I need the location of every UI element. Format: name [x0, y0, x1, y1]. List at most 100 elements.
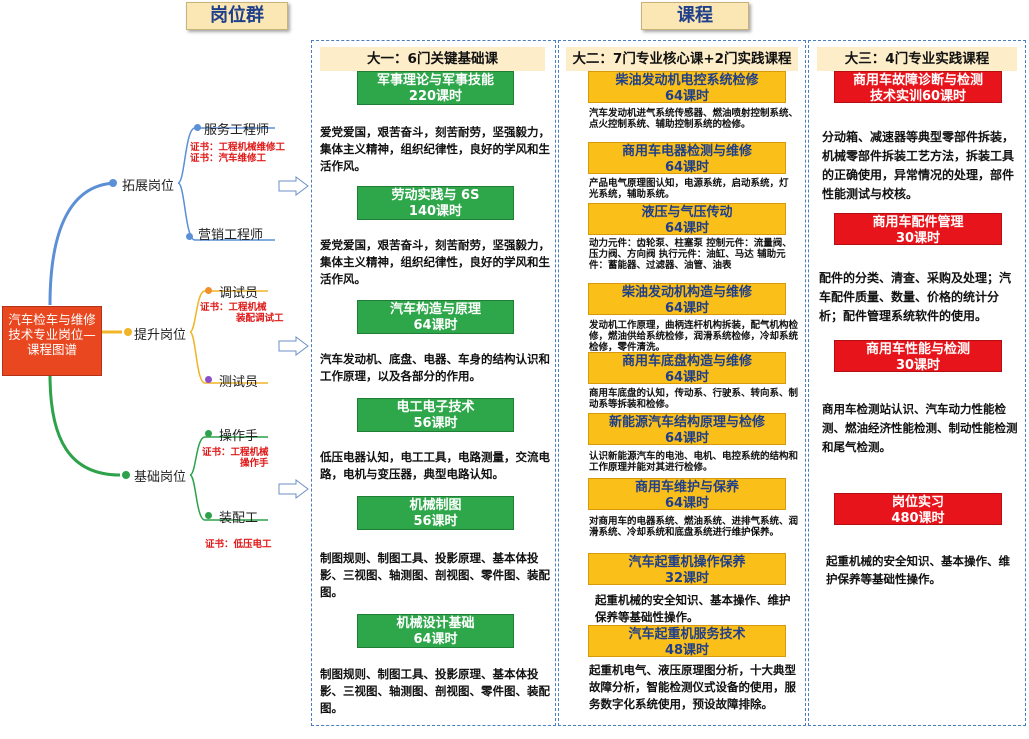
leaf-sales-engineer: 营销工程师	[198, 228, 264, 243]
branch-dot-icon	[124, 328, 132, 336]
course-box: 新能源汽车结构原理与检修 64课时	[588, 413, 786, 446]
course-name: 柴油发动机构造与维修	[621, 285, 752, 300]
course-hours: 480课时	[891, 511, 945, 526]
course-box: 汽车起重机服务技术 48课时	[588, 625, 786, 658]
branch-dot-icon	[122, 471, 130, 479]
course-hours: 64课时	[664, 89, 710, 104]
leaf-dot-icon	[205, 376, 212, 383]
course-name: 汽车起重机操作保养	[628, 555, 746, 570]
course-hours: 56课时	[413, 514, 458, 529]
course-hours: 56课时	[413, 416, 458, 431]
course-name: 新能源汽车结构原理与检修	[608, 415, 765, 430]
course-name: 汽车起重机服务技术	[628, 627, 746, 642]
cert-text: 证书：低压电工	[205, 539, 272, 550]
course-box: 机械设计基础 64课时	[357, 614, 514, 648]
arrow-right-icon	[278, 176, 309, 196]
course-desc: 汽车发动机进气系统传感器、燃油喷射控制系统、点火控制系统、辅助控制系统的检修。	[589, 108, 799, 130]
course-hours: 140课时	[408, 204, 463, 219]
course-box: 电工电子技术 56课时	[357, 398, 514, 432]
course-desc: 配件的分类、清查、采购及处理；汽车配件质量、数量、价格的统计分析；配件管理系统软…	[819, 271, 1012, 323]
cert-text: 装配调试工	[236, 313, 284, 324]
header-positions: 岗位群	[186, 2, 288, 30]
course-name: 劳动实践与 6S	[391, 188, 480, 203]
column-year1	[311, 40, 556, 726]
leaf-dot-icon	[194, 124, 201, 131]
course-desc: 产品电气原理图认知，电源系统，启动系统，灯光系统，辅助系统。	[589, 178, 789, 200]
cert-text: 证书：工程机械	[200, 302, 267, 313]
course-desc: 对商用车的电器系统、燃油系统、进排气系统、润滑系统、冷却系统和底盘系统进行维护保…	[589, 516, 799, 538]
course-hours: 64课时	[413, 632, 458, 647]
course-hours: 64课时	[664, 160, 710, 175]
course-desc: 认识新能源汽车的电池、电机、电控系统的结构和工作原理并能对其进行检修。	[589, 451, 799, 473]
course-desc: 低压电器认知，电工工具，电路测量，交流电路，电机与变压器，典型电路认知。	[320, 450, 550, 481]
course-desc: 动力元件：齿轮泵、柱塞泵 控制元件：流量阀、压力阀、方向阀 执行元件：油缸、马达…	[589, 238, 792, 271]
course-box: 商用车底盘构造与维修 64课时	[588, 352, 786, 385]
course-name: 汽车构造与原理	[389, 302, 481, 317]
leaf-assembler: 装配工	[219, 511, 259, 526]
course-desc: 制图规则、制图工具、投影原理、基本体投影、三视图、轴测图、剖视图、零件图、装配图…	[320, 551, 550, 599]
course-box: 商用车性能与检测 30课时	[834, 340, 1002, 373]
course-desc: 商用车底盘的认知，传动系、行驶系、转向系、制动系等拆装和检修。	[589, 388, 799, 410]
root-title: 汽车检车与维修技术专业岗位—课程图谱	[8, 312, 96, 357]
course-desc: 起重机械的安全知识、基本操作、维护保养等基础性操作。	[595, 593, 791, 624]
course-box: 劳动实践与 6S 140课时	[357, 186, 514, 220]
column-year2	[558, 40, 806, 726]
course-name: 机械设计基础	[396, 616, 475, 631]
leaf-dot-icon	[205, 512, 212, 519]
course-name: 商用车电器检测与维修	[621, 144, 752, 159]
course-box: 商用车维护与保养 64课时	[588, 478, 786, 511]
course-desc: 爱党爱国，艰苦奋斗，刻苦耐劳，坚强毅力，集体主义精神，组织纪律性，良好的学风和生…	[320, 238, 550, 286]
course-name: 液压与气压传动	[641, 205, 733, 220]
course-hours: 64课时	[664, 221, 710, 236]
course-hours: 220课时	[408, 89, 463, 104]
course-name: 商用车维护与保养	[634, 480, 739, 495]
leaf-debugger: 调试员	[219, 286, 259, 301]
course-box: 商用车配件管理 30课时	[834, 213, 1002, 246]
course-name: 商用车底盘构造与维修	[621, 354, 752, 369]
course-box: 汽车起重机操作保养 32课时	[588, 553, 786, 586]
course-box: 柴油发动机构造与维修 64课时	[588, 283, 786, 316]
course-desc: 商用车检测站认识、汽车动力性能检测、燃油经济性能检测、制动性能检测和尾气检测。	[822, 402, 1018, 454]
leaf-dot-icon	[186, 233, 193, 240]
course-box: 汽车构造与原理 64课时	[357, 300, 514, 334]
course-desc: 发动机工作原理，曲柄连杆机构拆装，配气机构检修，燃油供给系统检修，润滑系统检修，…	[589, 320, 799, 353]
branch-dot-icon	[109, 179, 117, 187]
course-hours: 30课时	[895, 231, 941, 246]
course-hours: 技术实训60课时	[869, 89, 967, 104]
course-desc: 汽车发动机、底盘、电器、车身的结构认识和工作原理，以及各部分的作用。	[320, 352, 550, 383]
course-hours: 64课时	[664, 370, 710, 385]
column-year1-title: 大一：6门关键基础课	[320, 47, 545, 71]
course-name: 电工电子技术	[396, 400, 475, 415]
course-box: 军事理论与军事技能 220课时	[357, 71, 514, 105]
branch-expand: 拓展岗位	[122, 179, 175, 194]
course-desc: 起重机电气、液压原理图分析，十大典型故障分析，智能检测仪式设备的使用，服务数字化…	[589, 663, 796, 711]
cert-text: 证书：工程机械	[202, 447, 269, 458]
course-box: 液压与气压传动 64课时	[588, 203, 786, 236]
course-name: 机械制图	[409, 498, 462, 513]
course-hours: 64课时	[664, 496, 710, 511]
cert-text: 证书：工程机械维修工	[190, 142, 286, 153]
course-hours: 48课时	[664, 643, 710, 658]
leaf-dot-icon	[205, 430, 212, 437]
course-box: 岗位实习 480课时	[834, 493, 1002, 526]
column-year2-title: 大二：7门专业核心课+2门实践课程	[566, 47, 798, 71]
mindmap-root: 汽车检车与维修技术专业岗位—课程图谱	[2, 306, 102, 376]
course-name: 岗位实习	[891, 495, 944, 510]
header-courses: 课程	[641, 2, 749, 30]
course-hours: 32课时	[664, 571, 710, 586]
arrow-right-icon	[278, 336, 309, 356]
course-hours: 64课时	[664, 301, 710, 316]
course-name: 商用车故障诊断与检测	[852, 73, 983, 88]
course-name: 军事理论与军事技能	[376, 73, 494, 88]
course-desc: 制图规则、制图工具、投影原理、基本体投影、三视图、轴测图、剖视图、零件图、装配图…	[320, 667, 550, 715]
cert-text: 证书：汽车维修工	[190, 153, 267, 164]
course-box: 柴油发动机电控系统检修 64课时	[588, 71, 786, 104]
course-name: 柴油发动机电控系统检修	[615, 73, 759, 88]
course-desc: 爱党爱国，艰苦奋斗，刻苦耐劳，坚强毅力，集体主义精神，组织纪律性，良好的学风和生…	[320, 125, 550, 173]
course-box: 机械制图 56课时	[357, 496, 514, 530]
mindmap-connectors	[48, 127, 275, 521]
branch-upgrade: 提升岗位	[134, 328, 187, 343]
course-hours: 30课时	[895, 358, 941, 373]
course-desc: 分动箱、减速器等典型零部件拆装，机械零部件拆装工艺方法，拆装工具的正确使用，异常…	[822, 130, 1015, 201]
course-box: 商用车电器检测与维修 64课时	[588, 142, 786, 175]
